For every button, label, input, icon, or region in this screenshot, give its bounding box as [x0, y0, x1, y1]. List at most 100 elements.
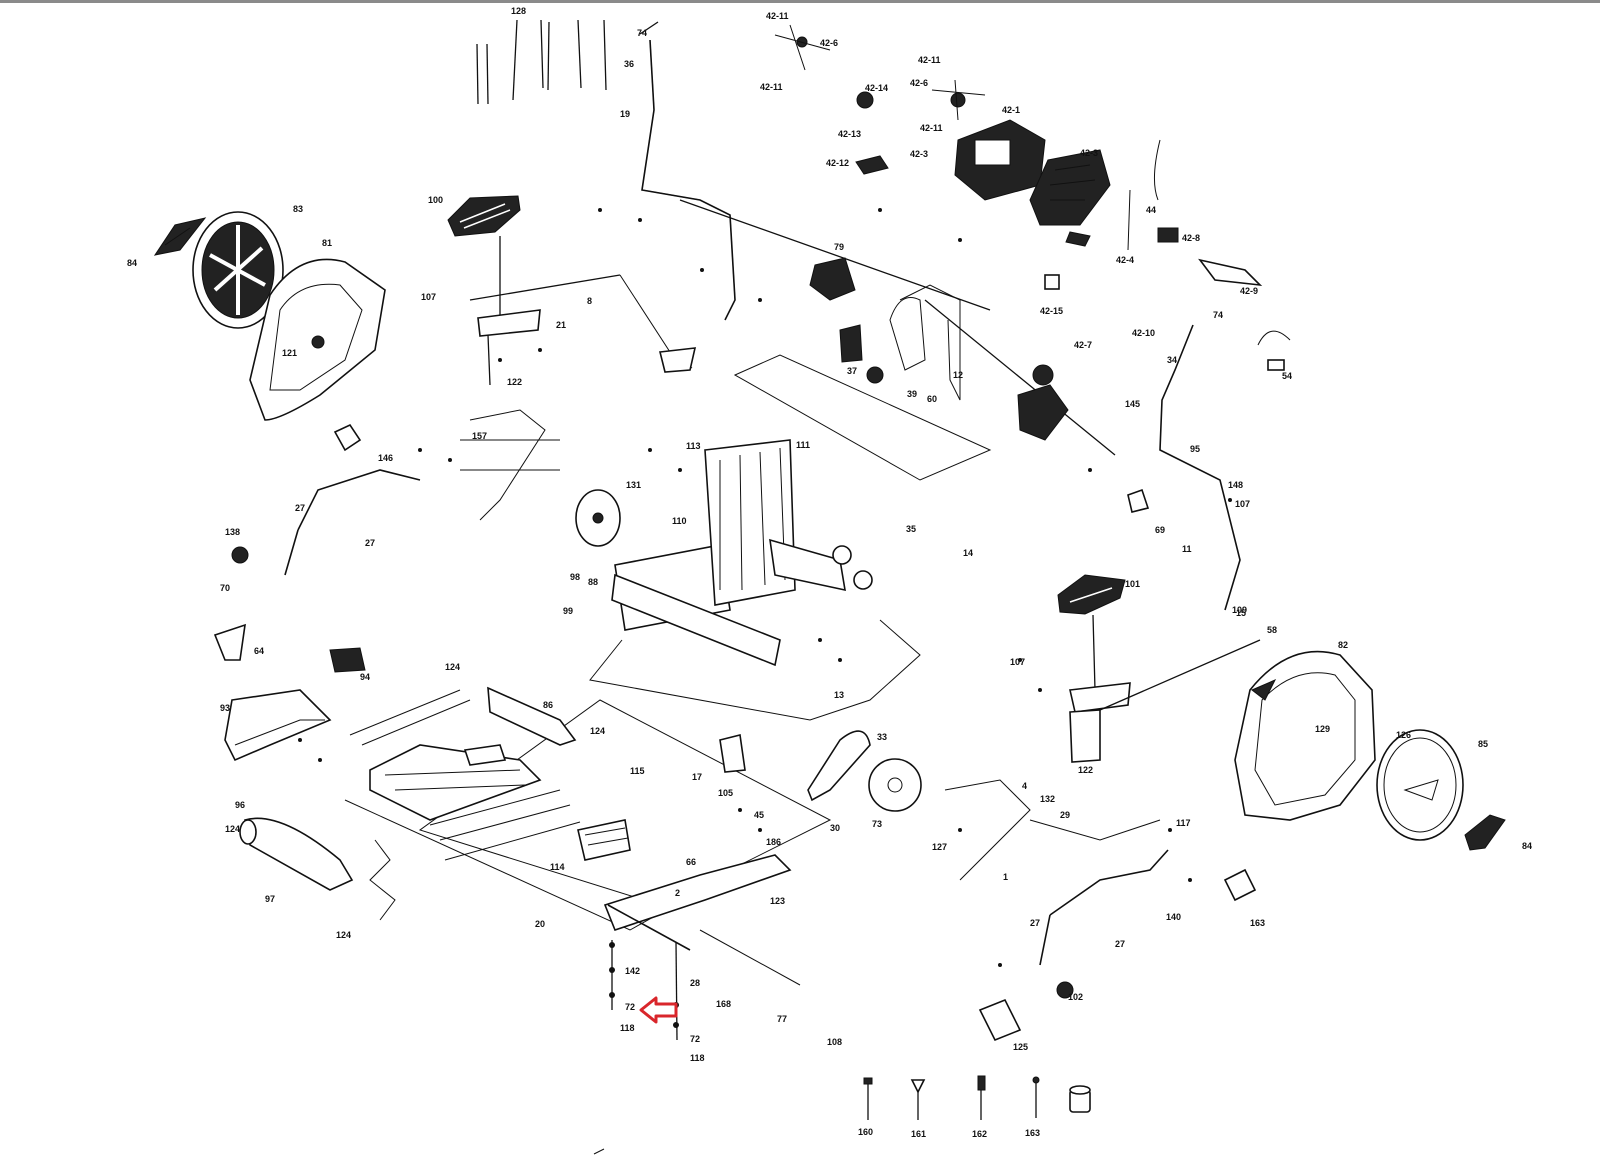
label-99: 99: [563, 606, 573, 616]
label-42-13: 42-13: [838, 129, 861, 139]
label-8: 8: [587, 296, 592, 306]
label-27d: 27: [1030, 918, 1040, 928]
label-39: 39: [907, 389, 917, 399]
label-14: 14: [963, 548, 973, 558]
console-assembly: [774, 24, 1291, 371]
top-rods: [476, 19, 659, 105]
label-97: 97: [265, 894, 275, 904]
label-110: 110: [672, 516, 687, 526]
label-42-9: 42-9: [1240, 286, 1258, 296]
label-145: 145: [1125, 399, 1140, 409]
label-15: 15: [1236, 608, 1246, 618]
label-70: 70: [220, 583, 230, 593]
label-98: 98: [570, 572, 580, 582]
base-rails: [349, 689, 581, 861]
label-157: 157: [472, 431, 487, 441]
page-top-border: [0, 0, 1600, 3]
label-42-8: 42-8: [1182, 233, 1200, 243]
left-lower-arm: [213, 423, 421, 673]
label-21: 21: [556, 320, 566, 330]
label-95: 95: [1190, 444, 1200, 454]
label-140: 140: [1166, 912, 1181, 922]
label-138: 138: [225, 527, 240, 537]
label-27a: 27: [295, 503, 305, 513]
label-45: 45: [754, 810, 764, 820]
label-163-hardware: 163: [1025, 1128, 1040, 1138]
label-129: 129: [1315, 724, 1330, 734]
label-108: 108: [827, 1037, 842, 1047]
label-82: 82: [1338, 640, 1348, 650]
label-121: 121: [282, 348, 297, 358]
right-pedal-group: [1057, 574, 1261, 763]
label-84-left: 84: [127, 258, 137, 268]
label-86: 86: [543, 700, 553, 710]
label-131: 131: [626, 480, 641, 490]
label-60: 60: [927, 394, 937, 404]
label-28: 28: [690, 978, 700, 988]
label-124c: 124: [445, 662, 460, 672]
label-42-3b: 42-3: [1080, 148, 1098, 158]
label-142: 142: [625, 966, 640, 976]
label-19: 19: [620, 109, 630, 119]
label-44: 44: [1146, 205, 1156, 215]
label-114: 114: [550, 862, 565, 872]
label-42-15: 42-15: [1040, 306, 1063, 316]
label-84-right: 84: [1522, 841, 1532, 851]
label-17: 17: [692, 772, 702, 782]
label-13: 13: [834, 690, 844, 700]
label-42-7: 42-7: [1074, 340, 1092, 350]
label-168: 168: [716, 999, 731, 1009]
label-29: 29: [1060, 810, 1070, 820]
label-85: 85: [1478, 739, 1488, 749]
part-labels: 74 128 36 19 42-11 42-6 42-11 42-11 42-6…: [127, 6, 1532, 1139]
label-124a: 124: [225, 824, 240, 834]
label-69: 69: [1155, 525, 1165, 535]
label-42-4: 42-4: [1116, 255, 1134, 265]
label-37: 37: [847, 366, 857, 376]
upper-handlebar-right: [924, 299, 1241, 611]
label-12: 12: [953, 370, 963, 380]
label-160: 160: [858, 1127, 873, 1137]
label-11: 11: [1182, 544, 1192, 554]
label-124b: 124: [336, 930, 351, 940]
label-105: 105: [718, 788, 733, 798]
label-42-11c: 42-11: [918, 55, 941, 65]
label-27b: 27: [365, 538, 375, 548]
red-arrow-marker: [639, 996, 678, 1024]
left-flywheel-group: [153, 211, 386, 421]
label-125: 125: [1013, 1042, 1028, 1052]
label-33: 33: [877, 732, 887, 742]
label-74-right: 74: [1213, 310, 1223, 320]
label-81: 81: [322, 238, 332, 248]
label-132: 132: [1040, 794, 1055, 804]
label-42-6b: 42-6: [910, 78, 928, 88]
label-127: 127: [932, 842, 947, 852]
label-96: 96: [235, 800, 245, 810]
label-163: 163: [1250, 918, 1265, 928]
label-83: 83: [293, 204, 303, 214]
label-2: 2: [675, 888, 680, 898]
label-42-14: 42-14: [865, 83, 888, 93]
right-flywheel-group: [1234, 650, 1506, 851]
label-30: 30: [830, 823, 840, 833]
label-42-10: 42-10: [1132, 328, 1155, 338]
label-72a: 72: [625, 1002, 635, 1012]
leader-dots: [298, 208, 1232, 967]
stray-mark: [593, 1148, 605, 1155]
label-42-11b: 42-11: [760, 82, 783, 92]
label-42-11d: 42-11: [920, 123, 943, 133]
label-88: 88: [588, 577, 598, 587]
label-72b: 72: [690, 1034, 700, 1044]
label-42-12: 42-12: [826, 158, 849, 168]
hardware-items: [863, 1075, 1091, 1120]
label-101: 101: [1125, 579, 1140, 589]
left-rail-assembly: [460, 409, 560, 521]
label-118b: 118: [690, 1053, 705, 1063]
label-115: 115: [630, 766, 645, 776]
label-66: 66: [686, 857, 696, 867]
label-42-11a: 42-11: [766, 11, 789, 21]
label-124d: 124: [590, 726, 605, 736]
label-94: 94: [360, 672, 370, 682]
label-58: 58: [1267, 625, 1277, 635]
